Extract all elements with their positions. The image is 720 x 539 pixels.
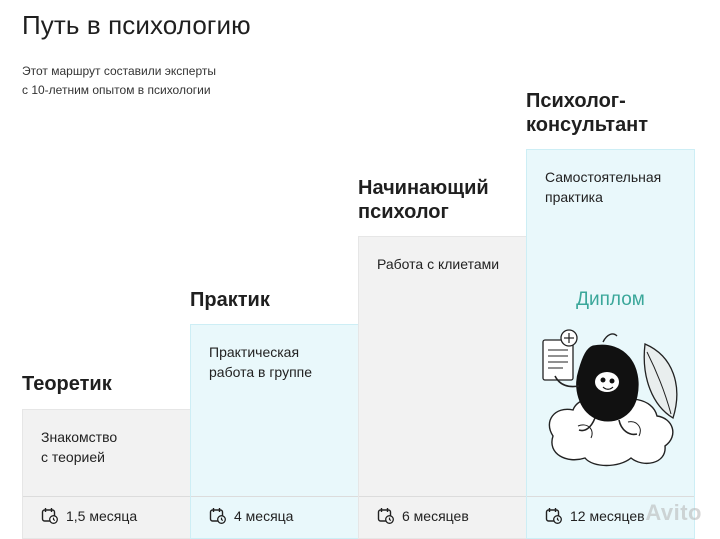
calendar-icon [377,508,394,524]
stage-title-line: Практик [190,289,270,311]
stage-divider [359,496,526,497]
stage-title-theorist: Теоретик [22,372,112,396]
stage-column-practitioner: Практическая работа в группе 4 месяца [190,324,359,539]
stage-description-line: Знакомство [41,429,118,445]
stage-description: Работа с клиетами [377,254,499,274]
stage-divider [23,496,190,497]
stage-duration: 4 месяца [209,507,293,524]
stage-duration-text: 12 месяцев [570,507,645,524]
stage-duration-text: 4 месяца [234,507,294,524]
stage-title-line: Теоретик [22,373,112,395]
watermark-logo: Avito [645,500,702,525]
page-subtitle: Этот маршрут составили эксперты с 10-лет… [22,62,252,100]
diploma-label: Диплом [576,289,645,310]
stage-column-beginner-psychologist: Работа с клиетами 6 месяцев [358,236,527,539]
stage-description-line: практика [545,189,603,205]
stage-title-line: психолог [358,201,449,223]
stage-title-consultant: Психолог- консультант [526,89,648,137]
subtitle-line-2: с 10-летним опытом в психологии [22,83,211,97]
stage-column-consultant: Самостоятельная практика Диплом [526,149,695,539]
stage-duration-text: 6 месяцев [402,507,469,524]
page-title: Путь в психологию [22,10,251,40]
stage-duration: 6 месяцев [377,507,469,524]
stage-title-line: Психолог- [526,90,626,112]
calendar-icon [41,508,58,524]
stage-description-line: Самостоятельная [545,169,662,185]
stage-duration: 12 месяцев [545,507,645,524]
stage-title-beginner-psychologist: Начинающий психолог [358,176,489,224]
stage-column-theorist: Знакомство с теорией 1,5 месяца [22,409,191,539]
stage-description-line: с теорией [41,449,105,465]
calendar-icon [209,508,226,524]
stage-title-line: Начинающий [358,177,489,199]
stage-divider [527,496,694,497]
stage-title-line: консультант [526,114,649,136]
stage-divider [191,496,358,497]
stage-duration: 1,5 месяца [41,507,137,524]
stage-description-line: Работа с клиетами [377,256,500,272]
subtitle-line-1: Этот маршрут составили эксперты [22,64,216,78]
stage-duration-text: 1,5 месяца [66,507,138,524]
stage-description-line: Практическая [209,344,300,360]
diploma-character-illustration [542,329,678,467]
calendar-icon [545,508,562,524]
stage-title-practitioner: Практик [190,288,270,312]
stage-description: Самостоятельная практика [545,167,661,207]
stage-description: Практическая работа в группе [209,342,312,382]
stage-description-line: работа в группе [209,364,313,380]
stage-description: Знакомство с теорией [41,427,117,467]
